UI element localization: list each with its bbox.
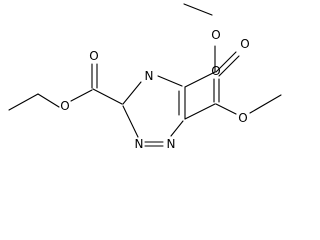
bond-n4-c5 xyxy=(157,75,183,87)
atom-o-ether-c6: O xyxy=(238,111,247,125)
bond-carbonyl-oether xyxy=(70,89,93,102)
bond-c6carbonyl-oether xyxy=(215,103,237,115)
atom-n1: N xyxy=(167,137,176,151)
bond-c3-n4 xyxy=(122,81,142,105)
atom-n2: N xyxy=(135,137,144,151)
bond-c6-oether-me xyxy=(249,94,282,114)
atom-n4: N xyxy=(145,69,154,83)
bond-c6-carbonyl xyxy=(184,103,216,120)
bond-c6-n1 xyxy=(170,120,184,137)
atom-labels: N N N O O O O O O xyxy=(60,28,249,151)
bond-c3-carbonyl xyxy=(92,88,123,105)
molecule-diagram: N N N O O O O O O xyxy=(8,3,282,151)
atom-o-ether-c5: O xyxy=(211,28,220,42)
structure-canvas: N N N O O O O O O xyxy=(8,3,282,151)
atom-o-carbonyl-c3: O xyxy=(89,49,98,63)
atom-o-ether-c3: O xyxy=(60,99,69,113)
bond-c5-oether-me xyxy=(183,3,213,16)
bond-c5carbonyl-o-b xyxy=(218,55,240,77)
atom-o-carbonyl-c6: O xyxy=(211,64,220,78)
atom-o-carbonyl-c5: O xyxy=(240,37,249,51)
bond-oether-ch2 xyxy=(37,93,60,108)
bond-n2-c3 xyxy=(122,105,139,138)
bond-ch2-ch3 xyxy=(8,93,39,111)
bond-c5carbonyl-o-a xyxy=(215,51,237,73)
bond-c5-carbonyl xyxy=(184,71,216,88)
bonds xyxy=(8,3,282,147)
